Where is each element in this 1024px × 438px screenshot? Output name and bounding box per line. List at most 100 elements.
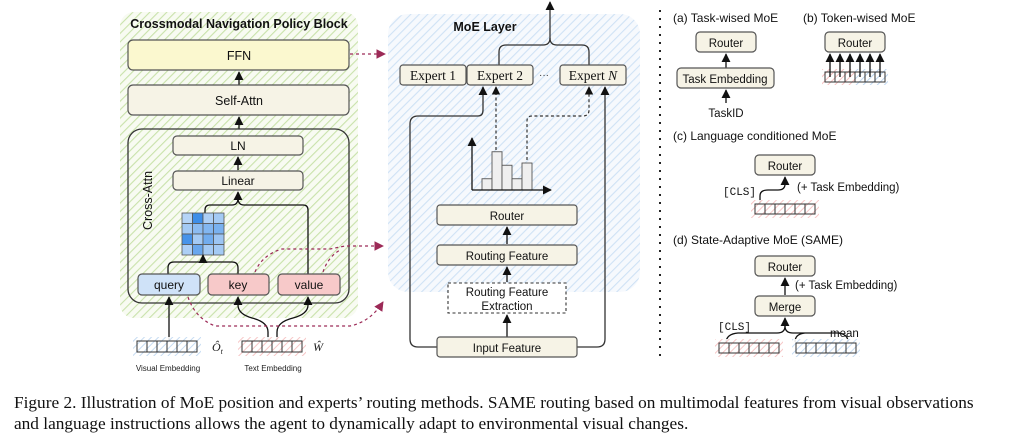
method-d-cls-brace xyxy=(725,317,790,344)
method-a-router-label: Router xyxy=(709,38,744,50)
expert-1-label: Expert 1 xyxy=(410,68,456,83)
method-d-merge-label: Merge xyxy=(769,302,802,314)
key-label: key xyxy=(229,278,248,292)
key-to-moe-dashed-arrow xyxy=(254,241,384,273)
method-c-task-embedding-note: (+ Task Embedding) xyxy=(797,182,900,194)
caption-line-1: Figure 2. Illustration of MoE position a… xyxy=(14,393,974,412)
routing-feature-extraction-label-line2: Extraction xyxy=(481,301,532,313)
expert-1-box xyxy=(399,64,467,86)
method-d-router-box xyxy=(754,255,816,277)
moe-layer: MoE Layer Expert 1 Expert 2 ··· Expert N… xyxy=(388,1,640,358)
embedding-to-moe-dashed-arrow xyxy=(187,296,384,327)
method-c-cls-arrow xyxy=(759,176,790,204)
architecture-diagram: Crossmodal Navigation Policy Block FFN S… xyxy=(120,1,916,373)
method-b-router-label: Router xyxy=(838,38,873,50)
same-text-vector-cell xyxy=(768,342,780,354)
attention-cell xyxy=(192,244,204,256)
histogram-bar xyxy=(491,151,503,191)
histogram-bar xyxy=(521,162,533,191)
routing-method-a: (a) Task-wised MoE Router Task Embedding… xyxy=(673,11,778,120)
value-box xyxy=(277,273,341,296)
expert-n-box xyxy=(559,64,627,86)
self-attn-label: Self-Attn xyxy=(215,94,263,108)
caption-line-2: and language instructions allows the age… xyxy=(14,414,689,433)
value-label: value xyxy=(295,278,324,292)
dashed-connectors xyxy=(187,49,386,327)
router-box xyxy=(436,204,578,226)
embeddings: Ôt Visual Embedding Ŵ Text Embedding xyxy=(133,296,324,373)
attention-cell xyxy=(181,244,193,256)
ln-label: LN xyxy=(230,139,245,153)
attention-cell xyxy=(202,212,214,224)
method-b-router-box xyxy=(824,31,886,53)
method-d-title: (d) State-Adaptive MoE (SAME) xyxy=(673,233,843,247)
expert-2-box xyxy=(466,64,534,86)
key-box xyxy=(207,273,270,296)
method-b-title: (b) Token-wised MoE xyxy=(803,11,916,25)
method-c-title: (c) Language conditioned MoE xyxy=(673,129,836,143)
key-to-matrix-line xyxy=(202,257,239,274)
expert-n-label: Expert N xyxy=(569,68,618,83)
dashed-select-expertn xyxy=(526,86,594,160)
histogram-bar xyxy=(511,178,523,191)
expert-2-label: Expert 2 xyxy=(477,68,523,83)
histogram-bar xyxy=(501,164,513,191)
policy-block: Crossmodal Navigation Policy Block FFN S… xyxy=(120,12,358,318)
text-embedding-label: Text Embedding xyxy=(244,364,301,373)
attention-cell xyxy=(202,223,214,235)
attention-cell xyxy=(213,233,225,245)
ln-box xyxy=(172,135,304,156)
method-a-title: (a) Task-wised MoE xyxy=(673,11,778,25)
routing-method-c: (c) Language conditioned MoE Router [CLS… xyxy=(673,129,900,218)
query-label: query xyxy=(154,278,184,292)
attention-cell xyxy=(213,212,225,224)
figure-caption: Figure 2. Illustration of MoE position a… xyxy=(14,392,1019,434)
method-a-task-embedding-box xyxy=(676,67,775,89)
attention-matrix xyxy=(181,212,225,256)
method-d-embedding-vectors xyxy=(715,339,860,357)
histogram-bar xyxy=(481,178,493,191)
routing-method-b: (b) Token-wised MoE Router xyxy=(803,11,916,85)
text-embedding-vector xyxy=(238,337,306,356)
routing-feature-extraction-label-line1: Routing Feature xyxy=(466,287,548,299)
attention-cell xyxy=(202,233,214,245)
visual-embedding-label: Visual Embedding xyxy=(136,364,200,373)
input-to-expert2-line xyxy=(409,86,488,348)
routing-feature-label: Routing Feature xyxy=(466,251,548,263)
method-d-mean-label: mean xyxy=(830,328,859,340)
expert2-output-line xyxy=(498,1,555,65)
visual-embedding-symbol: Ôt xyxy=(212,340,224,356)
text-to-key-arrow xyxy=(233,296,269,340)
method-d-task-embedding-note: (+ Task Embedding) xyxy=(795,280,898,292)
input-to-expertn-line xyxy=(577,86,610,348)
routing-feature-box xyxy=(436,244,578,266)
method-d-router-label: Router xyxy=(768,262,803,274)
input-feature-label: Input Feature xyxy=(473,343,541,355)
text-embedding-symbol: Ŵ xyxy=(313,340,324,354)
method-c-language-vector xyxy=(751,200,819,218)
router-label: Router xyxy=(490,211,525,223)
expertN-output-line xyxy=(549,37,590,65)
language-vector-cell xyxy=(804,203,816,215)
text-embedding-cell xyxy=(291,340,303,353)
routing-method-d: (d) State-Adaptive MoE (SAME) Router (+ … xyxy=(673,233,898,357)
method-c-cls-label: [CLS] xyxy=(723,187,756,199)
attention-cell xyxy=(192,233,204,245)
method-b-token-vector xyxy=(822,53,888,85)
method-c-router-box xyxy=(754,154,816,176)
value-to-linear-line xyxy=(233,191,309,274)
ffn-label: FFN xyxy=(227,49,251,63)
policy-block-title: Crossmodal Navigation Policy Block xyxy=(130,17,347,31)
method-a-task-embedding-label: Task Embedding xyxy=(682,74,767,86)
matrix-to-linear-line xyxy=(204,197,239,217)
method-d-mean-brace xyxy=(784,325,841,343)
method-d-cls-label: [CLS] xyxy=(718,322,751,334)
method-a-router-box xyxy=(695,31,757,53)
ffn-box xyxy=(127,39,350,71)
moe-layer-title: MoE Layer xyxy=(453,20,516,34)
text-to-value-arrow xyxy=(276,296,313,340)
attention-cell xyxy=(181,223,193,235)
attention-cell xyxy=(192,223,204,235)
value-to-moe-dashed-line xyxy=(322,249,341,273)
visual-embedding-cell xyxy=(186,340,198,353)
